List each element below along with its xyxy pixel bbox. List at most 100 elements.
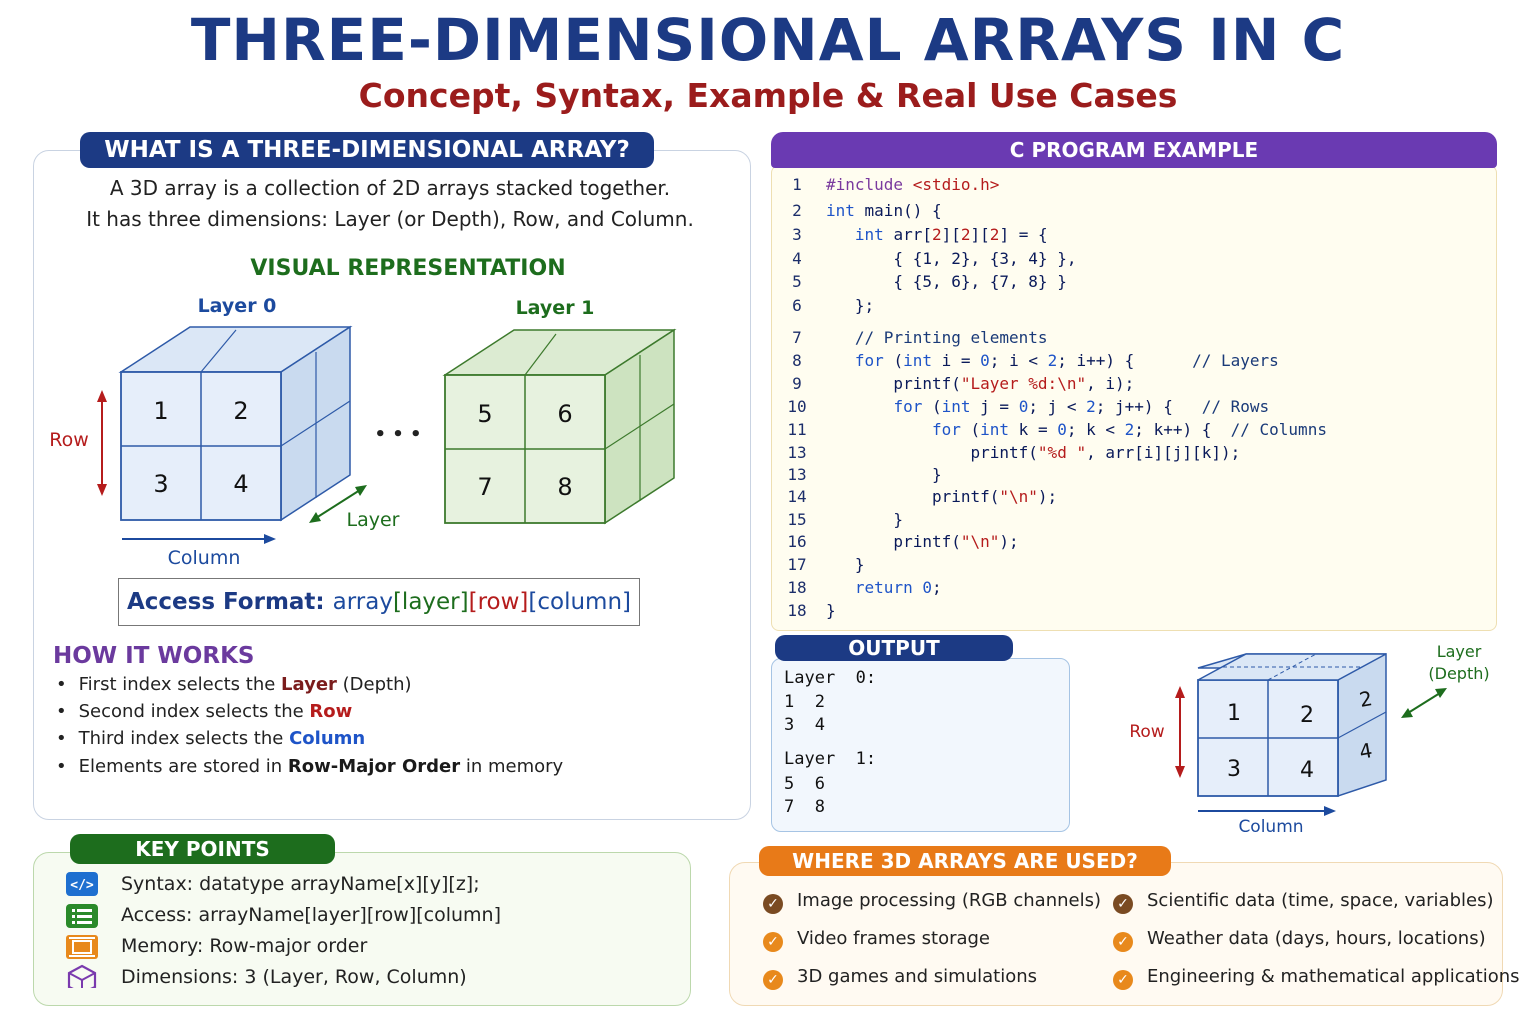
use-item: ✓Scientific data (time, space, variables… — [1113, 890, 1493, 914]
page-title: THREE-DIMENSIONAL ARRAYS IN C — [190, 6, 1346, 74]
code-line: 1#include <stdio.h> — [792, 175, 1000, 194]
key-point-syntax: Syntax: datatype arrayName[x][y][z]; — [121, 873, 480, 895]
access-format-label: Access Format: — [126, 589, 325, 615]
layer1-label: Layer 1 — [516, 297, 595, 319]
how-item-3: Third index selects the Column — [56, 728, 366, 749]
code-line: 9 printf("Layer %d:\n", i); — [792, 374, 1135, 393]
layer-arrow — [309, 485, 367, 523]
access-row: [row] — [468, 589, 529, 615]
access-format-box: Access Format: array[layer][row][column] — [118, 578, 640, 626]
layer1-cube: 5 6 7 8 — [442, 328, 677, 525]
page-subtitle: Concept, Syntax, Example & Real Use Case… — [358, 76, 1178, 115]
access-column: [column] — [528, 589, 632, 615]
how-item-4: Elements are stored in Row-Major Order i… — [56, 756, 564, 777]
output-line: Layer 1: — [784, 749, 877, 769]
use-item: ✓3D games and simulations — [763, 966, 1037, 990]
code-line: 4 { {1, 2}, {3, 4} }, — [792, 249, 1077, 268]
how-it-works-heading: HOW IT WORKS — [53, 643, 255, 669]
code-line: 14 printf("\n"); — [787, 487, 1058, 506]
check-icon: ✓ — [763, 970, 783, 990]
cube-side-cell-4: 4 — [1357, 738, 1374, 764]
code-banner: C PROGRAM EXAMPLE — [771, 132, 1497, 168]
code-line: 16 printf("\n"); — [787, 532, 1019, 551]
cube-column-label: Column — [1238, 817, 1303, 837]
layer1-cell-7: 7 — [477, 473, 492, 501]
cube-layer-label-1: Layer — [1437, 642, 1482, 661]
column-arrow — [122, 534, 276, 544]
row-label: Row — [49, 429, 89, 451]
check-icon: ✓ — [763, 932, 783, 952]
key-points-banner: KEY POINTS — [70, 834, 335, 864]
layer0-label: Layer 0 — [198, 295, 277, 317]
check-icon: ✓ — [1113, 932, 1133, 952]
key-point-memory: Memory: Row-major order — [121, 935, 368, 957]
check-icon: ✓ — [1113, 970, 1133, 990]
layer-axis-label: Layer — [347, 509, 400, 531]
layer1-cell-8: 8 — [557, 473, 572, 501]
code-line: 8 for (int i = 0; i < 2; i++) { // Layer… — [792, 351, 1279, 370]
cube-cell-2: 2 — [1300, 703, 1314, 728]
ellipsis: • • • — [374, 424, 421, 445]
output-banner: OUTPUT — [775, 635, 1013, 661]
layer0-cell-3: 3 — [153, 470, 168, 498]
use-item: ✓Engineering & mathematical applications — [1113, 966, 1520, 990]
access-layer: [layer] — [392, 589, 469, 615]
list-icon — [66, 904, 98, 928]
how-item-2: Second index selects the Row — [56, 701, 353, 722]
code-line: 6 }; — [792, 296, 875, 315]
code-panel — [771, 165, 1497, 631]
code-line: 13 printf("%d ", arr[i][j][k]); — [787, 443, 1241, 462]
code-icon: </> — [66, 872, 98, 896]
code-line: 18} — [787, 601, 836, 620]
small-cube: 1 2 3 4 2 4 — [1197, 653, 1387, 798]
output-line: Layer 0: — [784, 668, 877, 688]
cube-side-cell-2: 2 — [1357, 686, 1374, 712]
output-line: 5 6 — [784, 774, 825, 794]
key-points-panel — [33, 852, 691, 1006]
use-item: ✓Weather data (days, hours, locations) — [1113, 928, 1486, 952]
cube-layer-arrow — [1401, 688, 1447, 718]
row-arrow — [97, 390, 107, 496]
code-line: 5 { {5, 6}, {7, 8} } — [792, 272, 1067, 291]
cube-cell-1: 1 — [1227, 701, 1241, 726]
access-array: array — [332, 589, 393, 615]
output-line: 1 2 — [784, 692, 825, 712]
layer0-cell-4: 4 — [233, 470, 248, 498]
intro-line-1: A 3D array is a collection of 2D arrays … — [109, 176, 671, 200]
layer0-cell-1: 1 — [153, 397, 168, 425]
cube-icon — [67, 964, 97, 988]
check-icon: ✓ — [763, 894, 783, 914]
code-line: 7 // Printing elements — [792, 328, 1048, 347]
key-point-access: Access: arrayName[layer][row][column] — [121, 904, 501, 926]
cube-diagram: 1 2 3 4 2 4 Row Column Layer (Depth) — [1129, 642, 1489, 837]
memory-chip-icon — [66, 935, 98, 959]
code-line: 10 for (int j = 0; j < 2; j++) { // Rows — [787, 397, 1270, 416]
check-icon: ✓ — [1113, 894, 1133, 914]
cube-row-arrow — [1175, 686, 1185, 778]
use-item: ✓Image processing (RGB channels) — [763, 890, 1101, 914]
how-item-1: First index selects the Layer (Depth) — [56, 674, 412, 695]
layer0-cube: 1 2 3 4 — [118, 325, 353, 522]
column-label: Column — [168, 547, 241, 569]
code-line: 13 } — [787, 465, 942, 484]
code-line: 11 for (int k = 0; k < 2; k++) { // Colu… — [787, 420, 1327, 439]
layer0-cell-2: 2 — [233, 397, 248, 425]
use-item: ✓Video frames storage — [763, 928, 990, 952]
cube-row-label: Row — [1129, 722, 1164, 742]
cube-cell-3: 3 — [1227, 757, 1241, 782]
output-panel — [771, 658, 1070, 832]
visual-representation-diagram: Layer 0 Layer 1 1 2 3 4 • • • 5 6 7 8 — [49, 295, 677, 569]
code-line: 3 int arr[2][2][2] = { — [792, 225, 1048, 244]
output-line: 7 8 — [784, 797, 825, 817]
svg-text:</>: </> — [70, 878, 94, 893]
visual-representation-heading: VISUAL REPRESENTATION — [250, 256, 566, 281]
what-is-banner: WHAT IS A THREE-DIMENSIONAL ARRAY? — [80, 132, 654, 168]
layer1-cell-6: 6 — [557, 400, 572, 428]
intro-line-2: It has three dimensions: Layer (or Depth… — [86, 207, 694, 231]
cube-layer-label-2: (Depth) — [1428, 664, 1489, 683]
code-line: 18 return 0; — [787, 578, 942, 597]
key-point-dimensions: Dimensions: 3 (Layer, Row, Column) — [121, 966, 467, 988]
cube-cell-4: 4 — [1300, 758, 1314, 783]
code-line: 17 } — [787, 555, 865, 574]
